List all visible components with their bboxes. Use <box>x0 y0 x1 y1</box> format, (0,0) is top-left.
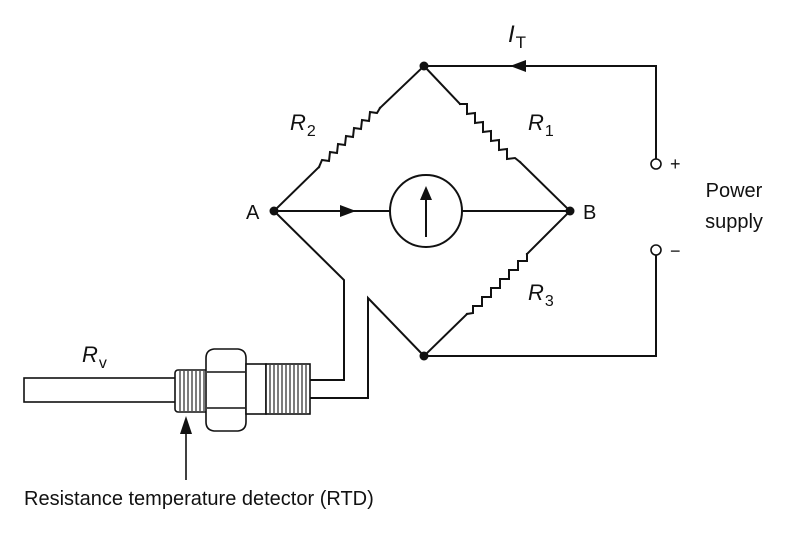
power-supply-label-line1: Power <box>706 180 763 202</box>
wire-bottom-supply <box>423 255 657 357</box>
current-label: IT <box>508 21 526 52</box>
galvanometer <box>389 174 463 248</box>
meter-needle-arrow-icon <box>420 186 432 200</box>
r1-label: R1 <box>528 110 554 140</box>
power-supply-label-line2: supply <box>705 211 763 233</box>
resistor-r3 <box>465 253 528 316</box>
node-bottom-dot <box>419 351 429 361</box>
rtd-probe <box>23 348 311 432</box>
node-b-dot <box>565 206 575 216</box>
rtd-rear-thread <box>265 363 311 415</box>
rtd-caption: Resistance temperature detector (RTD) <box>24 488 374 510</box>
wire-r3-bottom <box>422 312 469 358</box>
wire-top-supply <box>423 65 657 159</box>
rv-label: Rv <box>82 342 107 372</box>
resistor-r2 <box>317 106 382 169</box>
r3-label: R3 <box>528 280 554 310</box>
wire-r2-top <box>378 64 426 110</box>
rtd-rear-thread-lines <box>269 365 307 413</box>
rtd-collar <box>245 363 267 415</box>
node-a-dot <box>269 206 279 216</box>
terminal-minus <box>650 244 662 256</box>
minus-label: − <box>670 241 681 261</box>
current-arrow-icon <box>510 60 526 72</box>
node-b-label: B <box>583 202 596 224</box>
wire-a-r2 <box>272 165 321 213</box>
wire-bottom-rtd-lead <box>308 295 426 399</box>
wire-r1-b <box>518 160 572 213</box>
bridge-wires <box>272 64 657 399</box>
resistor-r1 <box>459 103 522 164</box>
rtd-pointer-arrow-icon <box>180 416 192 434</box>
wire-b-r3 <box>525 209 572 256</box>
node-top-dot <box>419 61 429 71</box>
r2-label: R2 <box>290 110 316 140</box>
rtd-sheath <box>23 377 179 403</box>
node-a-label: A <box>246 202 260 224</box>
plus-label: + <box>670 154 681 174</box>
rtd-front-thread-lines <box>179 371 205 411</box>
wire-top-r1 <box>422 64 462 106</box>
wire-a-rtd-lead <box>272 209 345 381</box>
rtd-hex-nut <box>205 348 247 432</box>
terminal-plus <box>650 158 662 170</box>
flow-arrow-icon <box>340 205 356 217</box>
